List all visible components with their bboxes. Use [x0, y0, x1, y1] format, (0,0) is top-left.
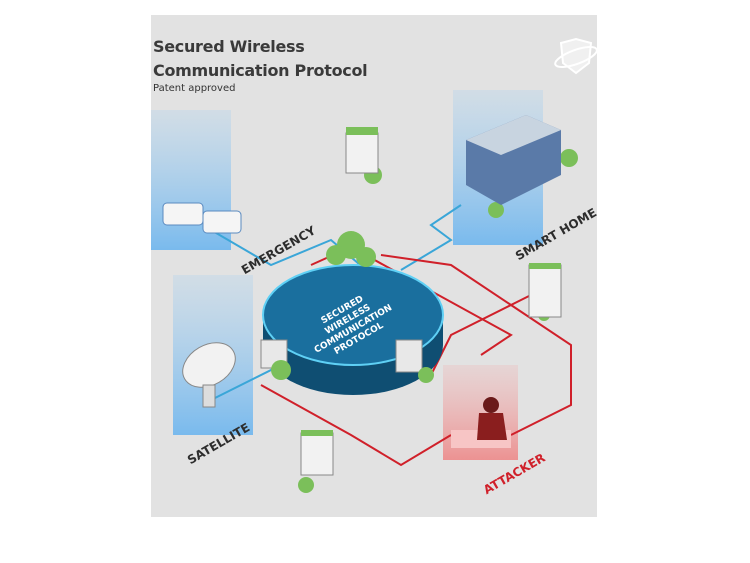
attack-link-3	[260, 384, 452, 467]
tower-building	[528, 263, 562, 318]
shield-logo-icon	[554, 37, 597, 75]
secure-link-smart-home	[400, 204, 462, 271]
protocol-illustration: Secured Wireless Communication Protocol …	[151, 15, 597, 517]
small-tower	[300, 430, 334, 476]
satellite-dish	[182, 342, 236, 408]
title-line-1: Secured Wireless	[153, 37, 305, 56]
title-line-2: Communication Protocol	[153, 61, 368, 80]
network-diagram	[151, 37, 597, 493]
subtitle: Patent approved	[153, 83, 236, 94]
small-building	[345, 127, 379, 174]
attacker-figure	[451, 397, 511, 448]
office-building	[466, 115, 561, 205]
emergency-vehicles	[162, 202, 242, 234]
attack-link-2	[380, 254, 572, 436]
attack-link-4	[430, 294, 532, 376]
protocol-hub	[260, 264, 444, 395]
